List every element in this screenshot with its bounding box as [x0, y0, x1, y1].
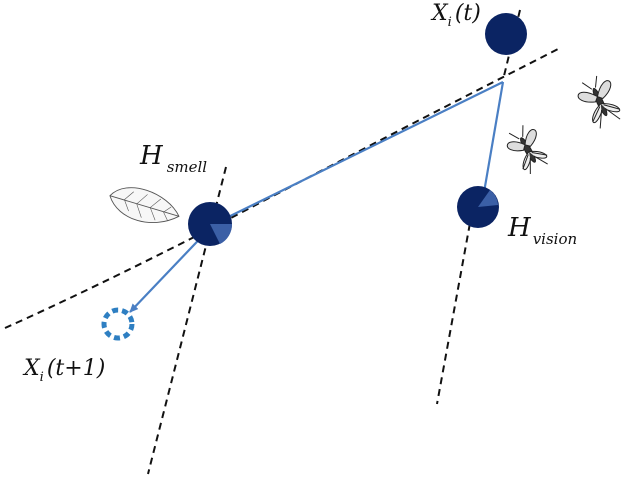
hyperplane-lines [4, 9, 563, 475]
leaf-icon [109, 187, 180, 224]
insect-icon [577, 75, 621, 129]
smell-node [188, 202, 233, 246]
arrow-to-smell [213, 81, 504, 225]
current-position-node [485, 13, 527, 55]
next-position-marker [101, 307, 135, 341]
current-position-label: Xi(t) [430, 1, 481, 30]
insect-icon [506, 125, 548, 175]
arrows [129, 81, 505, 313]
vision-node [457, 186, 499, 228]
vision-hyperplane-line [436, 211, 473, 405]
arrow-to-vision [479, 81, 505, 205]
next-position-label: Xi(t+1) [22, 356, 105, 385]
